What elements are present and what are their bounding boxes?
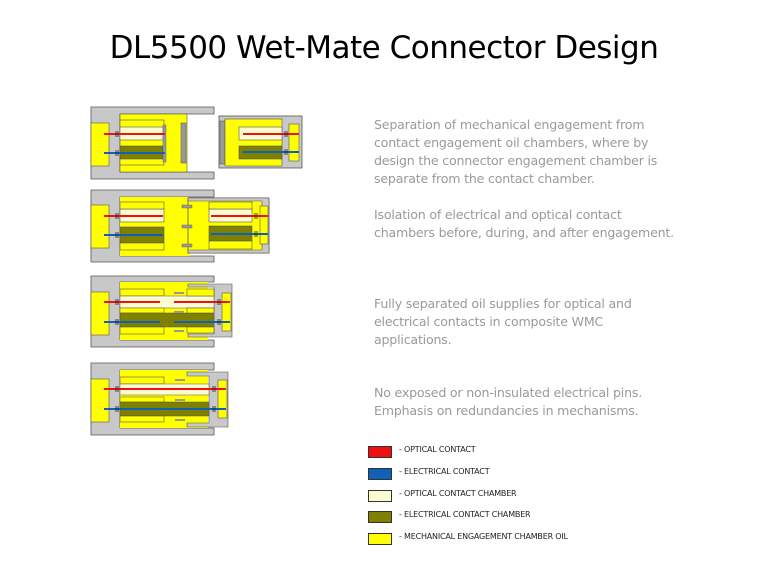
receptacle-oil-bot (119, 242, 165, 251)
plug-oil-mid (186, 307, 215, 314)
legend-label: - OPTICAL CONTACT CHAMBER (399, 489, 517, 498)
legend-label: - ELECTRICAL CONTACT (399, 467, 490, 476)
feature-bullet: Isolation of electrical and optical cont… (374, 207, 674, 240)
legend-swatch (368, 468, 392, 480)
legend-label: - MECHANICAL ENGAGEMENT CHAMBER OIL (399, 532, 568, 541)
legend-swatch (368, 511, 392, 523)
legend-swatch (368, 490, 392, 502)
piston-slots (174, 292, 184, 332)
receptacle-oil-top (119, 201, 165, 210)
legend-label: - ELECTRICAL CONTACT CHAMBER (399, 510, 531, 519)
plug-oil-top (186, 288, 215, 297)
plug-piston (219, 120, 226, 165)
plug-oil-bot (208, 240, 253, 250)
slide-title: DL5500 Wet-Mate Connector Design (109, 30, 659, 66)
plug-oil-top (208, 201, 253, 210)
piston-slots (175, 379, 185, 421)
plug-housing-shell (187, 283, 233, 338)
receptacle-end-oil (90, 378, 110, 423)
plug-housing-shell (187, 197, 270, 254)
stage-initial-engagement (90, 189, 270, 263)
plug-end-oil (221, 292, 232, 332)
electrical-chamber (119, 312, 215, 328)
plug-oil-bot (186, 326, 215, 334)
legend-swatch (368, 533, 392, 545)
receptacle-oil-bot (119, 326, 165, 335)
receptacle-oil-top (119, 376, 165, 385)
stage-fully-mated (90, 362, 229, 436)
feature-bullet: No exposed or non-insulated electrical p… (374, 385, 643, 418)
seal-block (162, 124, 167, 163)
mid-oil (119, 396, 165, 403)
plug-end-oil (288, 123, 300, 162)
receptacle-oil-top (119, 288, 165, 297)
receptacle-end-oil (90, 122, 110, 167)
legend-label: - OPTICAL CONTACT (399, 445, 476, 454)
feature-bullet: Fully separated oil supplies for optical… (374, 296, 632, 347)
stage-separated (90, 106, 303, 180)
stage-partial-mating (90, 275, 233, 348)
receptacle-oil-bot (119, 415, 165, 423)
plug-end-oil (217, 379, 228, 419)
contact-terminals (115, 131, 119, 156)
mid-oil (119, 307, 165, 314)
plug-end-oil (259, 205, 269, 245)
legend-swatch (368, 446, 392, 458)
receptacle-end-oil (90, 204, 110, 249)
piston-slots (181, 204, 193, 248)
receptacle-piston (180, 122, 187, 164)
feature-bullet: Separation of mechanical engagement from… (374, 117, 658, 186)
receptacle-end-oil (90, 291, 110, 336)
